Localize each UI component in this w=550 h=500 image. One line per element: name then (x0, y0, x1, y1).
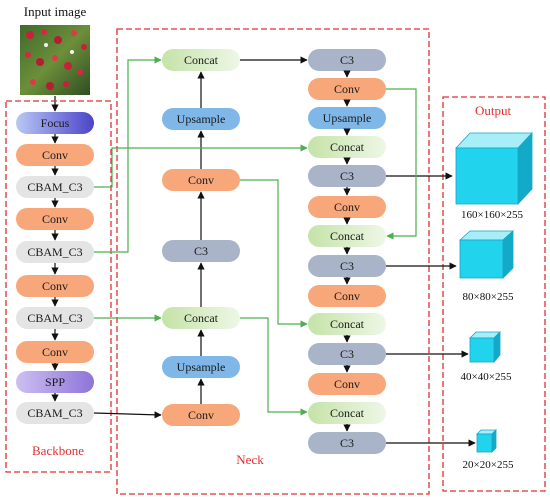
node-conv: Conv (308, 78, 386, 100)
output-cube-2: 80×80×255 (458, 230, 515, 303)
svg-text:C3: C3 (340, 259, 354, 273)
node-conv: Conv (16, 275, 94, 297)
node-concat: Concat (308, 225, 386, 247)
node-conv: Conv (162, 404, 240, 426)
neck-frame (116, 28, 430, 495)
svg-text:Conv: Conv (42, 212, 68, 226)
input-image-title: Input image (24, 4, 87, 19)
node-upsample: Upsample (162, 356, 240, 378)
node-c3: C3 (162, 240, 240, 262)
svg-text:160×160×255: 160×160×255 (461, 209, 523, 221)
cube-icon (455, 131, 533, 206)
svg-text:CBAM_C3: CBAM_C3 (27, 311, 82, 325)
node-cbam-c3: CBAM_C3 (16, 402, 94, 424)
node-concat: Concat (308, 313, 386, 335)
neck-label: Neck (236, 452, 264, 467)
svg-text:SPP: SPP (45, 375, 65, 389)
svg-text:Conv: Conv (334, 377, 360, 391)
node-concat: Concat (162, 307, 240, 329)
cube-icon (469, 331, 501, 364)
output-cube-4: 20×20×255 (463, 429, 514, 471)
backbone-nodes: Focus Conv CBAM_C3 Conv CBAM_C3 Conv CBA… (16, 112, 94, 424)
svg-text:80×80×255: 80×80×255 (463, 291, 514, 303)
svg-text:Upsample: Upsample (177, 112, 226, 126)
neck-right-nodes: C3 Conv Upsample Concat C3 Conv Concat (308, 49, 386, 454)
svg-text:40×40×255: 40×40×255 (461, 371, 512, 383)
svg-text:C3: C3 (340, 347, 354, 361)
node-cbam-c3: CBAM_C3 (16, 241, 94, 263)
output-cube-3: 40×40×255 (461, 331, 512, 383)
svg-text:CBAM_C3: CBAM_C3 (27, 406, 82, 420)
cube-icon (476, 429, 497, 453)
neck-left-nodes: Concat Upsample Conv C3 Concat Upsample … (162, 49, 240, 426)
output-label: Output (475, 103, 512, 118)
svg-text:Conv: Conv (42, 148, 68, 162)
svg-text:Conv: Conv (42, 345, 68, 359)
node-conv: Conv (308, 196, 386, 218)
node-concat: Concat (308, 402, 386, 424)
node-focus: Focus (16, 112, 94, 134)
backbone-label: Backbone (32, 443, 84, 458)
svg-text:Conv: Conv (188, 408, 214, 422)
svg-text:Conv: Conv (334, 200, 360, 214)
svg-text:Conv: Conv (334, 289, 360, 303)
svg-text:Focus: Focus (41, 116, 70, 130)
svg-text:Concat: Concat (330, 317, 365, 331)
node-c3: C3 (308, 165, 386, 187)
svg-text:Conv: Conv (188, 173, 214, 187)
svg-text:Concat: Concat (330, 140, 365, 154)
svg-text:CBAM_C3: CBAM_C3 (27, 245, 82, 259)
node-conv: Conv (16, 144, 94, 166)
green-connectors (94, 56, 417, 416)
svg-text:C3: C3 (340, 169, 354, 183)
node-concat: Concat (308, 136, 386, 158)
node-concat: Concat (162, 49, 240, 71)
svg-text:Upsample: Upsample (323, 111, 372, 125)
node-cbam-c3: CBAM_C3 (16, 307, 94, 329)
node-spp: SPP (16, 371, 94, 393)
svg-text:Upsample: Upsample (177, 360, 226, 374)
node-conv: Conv (16, 208, 94, 230)
node-c3: C3 (308, 432, 386, 454)
node-upsample: Upsample (162, 108, 240, 130)
backbone-frame (5, 100, 112, 473)
input-photo (20, 25, 90, 95)
svg-text:Conv: Conv (334, 82, 360, 96)
node-conv: Conv (16, 341, 94, 363)
node-c3: C3 (308, 343, 386, 365)
node-cbam-c3: CBAM_C3 (16, 176, 94, 198)
output-frame (442, 96, 546, 492)
svg-text:C3: C3 (340, 436, 354, 450)
svg-text:Concat: Concat (184, 311, 219, 325)
svg-text:CBAM_C3: CBAM_C3 (27, 180, 82, 194)
svg-text:Conv: Conv (42, 279, 68, 293)
black-connectors (93, 56, 476, 447)
output-cube-1: 160×160×255 (455, 131, 533, 221)
svg-text:C3: C3 (340, 53, 354, 67)
node-c3: C3 (308, 255, 386, 277)
svg-text:Concat: Concat (330, 229, 365, 243)
svg-text:Concat: Concat (330, 406, 365, 420)
node-c3: C3 (308, 49, 386, 71)
node-conv: Conv (308, 373, 386, 395)
node-conv: Conv (308, 285, 386, 307)
node-upsample: Upsample (308, 107, 386, 129)
node-conv: Conv (162, 169, 240, 191)
svg-text:20×20×255: 20×20×255 (463, 459, 514, 471)
cube-icon (458, 230, 515, 279)
svg-text:Concat: Concat (184, 53, 219, 67)
svg-text:C3: C3 (194, 244, 208, 258)
